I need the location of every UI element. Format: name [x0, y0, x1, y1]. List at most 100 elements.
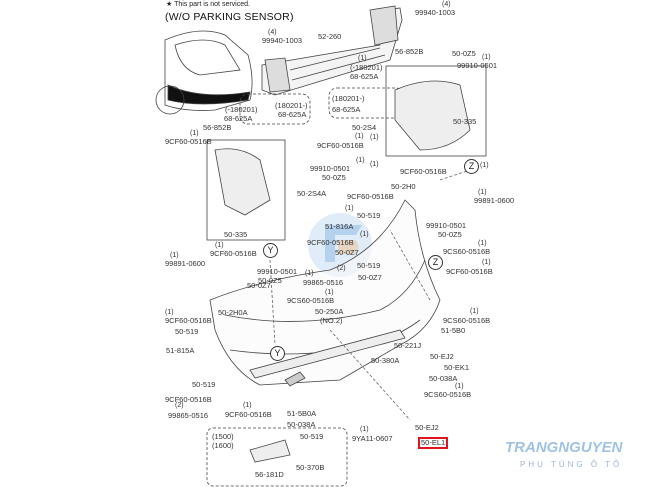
part-label: 50-519 [192, 380, 216, 389]
quantity-label: (4) [442, 1, 451, 8]
quantity-label: (1) [165, 309, 174, 316]
quantity-label: (2) [175, 402, 184, 409]
part-label: 51-5B0 [441, 326, 466, 335]
part-label: 50-250A [315, 307, 344, 316]
part-label: 50-038A [429, 374, 458, 383]
quantity-label: (1) [470, 308, 479, 315]
part-label: 50-0Z7 [335, 248, 359, 257]
part-label: 50-2S4A [297, 189, 327, 198]
reference-callout: Y [270, 346, 285, 361]
quantity-label: (1) [478, 189, 487, 196]
part-label: 99940-1003 [415, 8, 456, 17]
part-label: 50-335 [224, 230, 248, 239]
part-label: 9CF60-0516B [317, 141, 364, 150]
part-label: 9CF60-0516B [400, 167, 447, 176]
part-label: 51-815A [166, 346, 195, 355]
quantity-label: (1) [482, 259, 491, 266]
part-label: (1600) [212, 441, 234, 450]
part-label: 52-260 [318, 32, 342, 41]
part-label: 50-0Z7 [358, 273, 382, 282]
part-label: 68-625A [278, 110, 307, 119]
part-label: 56-181D [255, 470, 284, 479]
part-label: 99910-0501 [257, 267, 298, 276]
part-label: 9CF60-0516B [165, 395, 212, 404]
part-label: 99910-0501 [457, 61, 498, 70]
part-label: 50-519 [175, 327, 199, 336]
part-label: (-180201) [225, 105, 258, 114]
quantity-label: (1) [243, 402, 252, 409]
reference-callout: Z [464, 159, 479, 174]
part-label: 9CF60-0516B [225, 410, 272, 419]
watermark-brand: TRANGNGUYEN [505, 439, 623, 456]
part-label: 56-852B [203, 123, 232, 132]
part-label: 50-335 [453, 117, 477, 126]
vehicle-illustration [155, 30, 253, 115]
part-label: 51-5B0A [287, 409, 317, 418]
quantity-label: (1) [455, 383, 464, 390]
part-label: 9CF60-0516B [446, 267, 493, 276]
part-label: 9CF60-0516B [165, 316, 212, 325]
part-label: 50-0Z5 [258, 276, 282, 285]
part-label: 50-0Z7 [247, 281, 271, 290]
part-label: 50-370B [296, 463, 325, 472]
part-label: 68-625A [332, 105, 361, 114]
part-label: 9CF60-0516B [307, 238, 354, 247]
bumper-cover [209, 199, 441, 386]
part-label: 99940-1003 [262, 36, 303, 45]
part-label: 50-0Z5 [452, 49, 476, 58]
part-label: 50-0Z5 [322, 173, 346, 182]
part-label: 50-380A [371, 356, 400, 365]
group-box-right [385, 65, 487, 157]
part-label: 99891-0600 [165, 259, 206, 268]
part-label: 56-852B [395, 47, 424, 56]
part-label: 9YA11-0607 [352, 434, 393, 443]
quantity-label: (1) [478, 240, 487, 247]
part-label: 51-816A [325, 222, 354, 231]
quantity-label: (1) [482, 54, 491, 61]
part-label: 50-038A [287, 420, 316, 429]
part-label: 50-2H0A [218, 308, 248, 317]
variant-box-3 [206, 427, 348, 487]
quantity-label: (1) [170, 252, 179, 259]
quantity-label: (1) [215, 242, 224, 249]
bracket-50-2S4A [214, 148, 271, 216]
quantity-label: (1) [325, 289, 334, 296]
quantity-label: (2) [337, 265, 346, 272]
reference-callout: Y [263, 243, 278, 258]
part-label: 99865-0516 [303, 278, 344, 287]
part-label: 50-2H0 [391, 182, 416, 191]
highlighted-part-label: 50-EL1 [418, 437, 449, 449]
quantity-label: (1) [356, 157, 365, 164]
reference-callout: Z [428, 255, 443, 270]
part-label: 50-2S4 [352, 123, 377, 132]
part-label: 50-0Z5 [438, 230, 462, 239]
part-label: (180201-) [332, 94, 365, 103]
variant-box-1 [239, 93, 311, 125]
quantity-label: (1) [190, 130, 199, 137]
part-label: 99891-0600 [474, 196, 515, 205]
part-label: 50-EJ2 [415, 423, 439, 432]
watermark-tagline: PHỤ TÙNG Ô TÔ [520, 460, 623, 469]
quantity-label: (1) [345, 205, 354, 212]
group-box-left [206, 139, 286, 241]
quantity-label: (1) [360, 426, 369, 433]
part-label: 9CS60-0516B [443, 316, 491, 325]
part-label: 50-519 [357, 211, 381, 220]
part-label: 68-625A [224, 114, 253, 123]
part-label: 9CS60-0516B [287, 296, 335, 305]
reinforcement-52-260 [261, 5, 403, 96]
leader-lines [269, 169, 471, 421]
part-label: 9CF60-0516B [165, 137, 212, 146]
part-label: (1500) [212, 432, 234, 441]
variant-box-2 [328, 87, 405, 119]
diagram-title: (W/O PARKING SENSOR) [165, 11, 294, 23]
part-label: 68-625A [350, 72, 379, 81]
part-label: (NO.2) [320, 316, 343, 325]
part-label: 99910-0501 [426, 221, 467, 230]
part-label: (-180201) [350, 63, 383, 72]
part-label: 9CS60-0516B [424, 390, 472, 399]
part-label: 50-519 [300, 432, 324, 441]
part-label: 99865-0516 [168, 411, 209, 420]
quantity-label: (4) [268, 29, 277, 36]
part-label: 50-EJ2 [430, 352, 454, 361]
